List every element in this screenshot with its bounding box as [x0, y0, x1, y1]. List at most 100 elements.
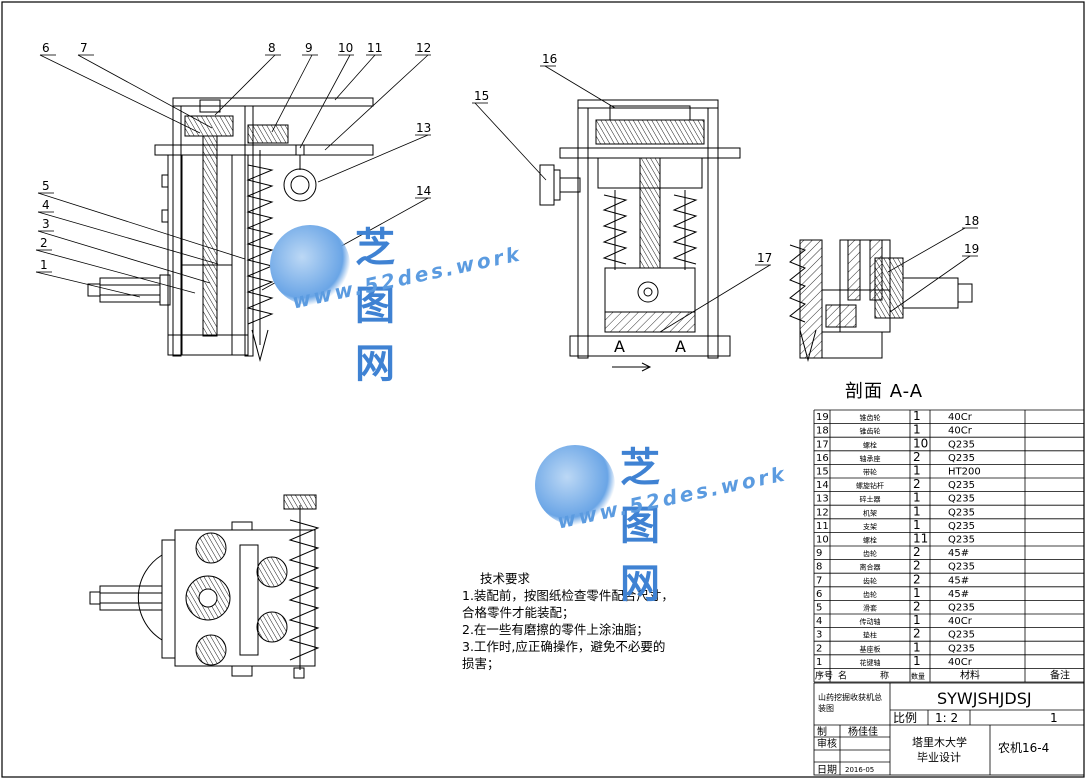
part-material: 40Cr — [948, 657, 973, 668]
part-material: Q235 — [948, 535, 975, 546]
part-material: 45# — [948, 548, 969, 559]
callout-11: 11 — [367, 41, 382, 55]
part-qty: 1 — [913, 423, 921, 437]
header-name-2: 称 — [880, 670, 889, 682]
part-name: 齿轮 — [863, 549, 877, 558]
callout-19: 19 — [964, 242, 979, 256]
part-qty: 2 — [913, 450, 921, 464]
callout-numbers: 1 2 3 4 5 6 7 8 9 10 11 12 13 14 15 16 1… — [40, 41, 979, 272]
part-no: 17 — [816, 439, 829, 450]
part-qty: 2 — [913, 572, 921, 586]
callout-14: 14 — [416, 184, 431, 198]
callout-10: 10 — [338, 41, 353, 55]
check-label: 审核 — [817, 737, 837, 750]
header-qty: 数量 — [911, 672, 925, 681]
callout-16: 16 — [542, 52, 557, 66]
part-no: 1 — [816, 657, 822, 668]
part-name: 碎土器 — [860, 495, 881, 504]
drawing-name-line2: 装图 — [818, 703, 834, 713]
date-value: 2016-05 — [845, 766, 874, 774]
part-no: 12 — [816, 507, 829, 518]
section-aa-view — [789, 239, 973, 362]
part-no: 9 — [816, 548, 822, 559]
part-qty: 1 — [913, 613, 921, 627]
top-view — [89, 494, 320, 679]
part-qty: 2 — [913, 600, 921, 614]
part-qty: 1 — [913, 640, 921, 654]
part-material: Q235 — [948, 562, 975, 573]
part-name: 齿轮 — [863, 590, 877, 599]
part-name: 轴承座 — [860, 454, 881, 463]
part-material: HT200 — [948, 467, 981, 478]
part-name: 垫柱 — [863, 631, 877, 640]
part-qty: 1 — [913, 464, 921, 478]
part-qty: 1 — [913, 491, 921, 505]
callout-2: 2 — [40, 236, 48, 250]
title-block-text: 山药挖掘收获机总 装图 SYWJSHJDSJ 比例 1: 2 1 制 杨佳佳 审… — [817, 689, 1058, 776]
callout-1: 1 — [40, 258, 48, 272]
date-label: 日期 — [817, 764, 837, 776]
part-name: 花键轴 — [860, 658, 881, 667]
part-material: 40Cr — [948, 426, 973, 437]
section-letter-right: A — [675, 337, 686, 356]
scale-value: 1: 2 — [935, 711, 958, 725]
part-material: 40Cr — [948, 412, 973, 423]
part-qty: 1 — [913, 504, 921, 518]
section-label: 剖面 A-A — [845, 381, 924, 402]
part-material: Q235 — [948, 630, 975, 641]
part-name: 螺栓 — [863, 440, 877, 449]
school-line2: 毕业设计 — [917, 751, 961, 764]
part-qty: 2 — [913, 545, 921, 559]
scale-label: 比例 — [893, 711, 917, 725]
part-name: 锥齿轮 — [860, 427, 881, 436]
title-block — [813, 682, 1085, 776]
part-material: Q235 — [948, 507, 975, 518]
drawn-label: 制 — [817, 725, 827, 738]
part-qty: 1 — [913, 409, 921, 423]
part-qty: 2 — [913, 477, 921, 491]
part-qty: 10 — [913, 436, 928, 450]
part-name: 螺栓 — [863, 536, 877, 545]
callout-4: 4 — [42, 198, 50, 212]
tech-heading: 技术要求 — [480, 571, 531, 586]
part-name: 带轮 — [863, 468, 877, 477]
part-no: 11 — [816, 521, 829, 532]
part-material: 45# — [948, 575, 969, 586]
part-material: Q235 — [948, 453, 975, 464]
part-no: 15 — [816, 467, 829, 478]
part-no: 5 — [816, 603, 822, 614]
header-name-1: 名 — [838, 670, 847, 682]
part-name: 螺旋钻杆 — [856, 481, 884, 490]
tech-item-2: 合格零件才能装配； — [462, 605, 575, 620]
callout-18: 18 — [964, 214, 979, 228]
part-no: 7 — [816, 575, 822, 586]
part-material: 40Cr — [948, 616, 973, 627]
part-name: 支架 — [863, 522, 877, 531]
technical-requirements: 技术要求 1.装配前，按图纸检查零件配合尺寸， 合格零件才能装配； 2.在一些有… — [462, 570, 762, 672]
part-no: 13 — [816, 494, 829, 505]
part-no: 16 — [816, 453, 829, 464]
class-name: 农机16-4 — [998, 741, 1049, 755]
part-material: Q235 — [948, 603, 975, 614]
callout-17: 17 — [757, 251, 772, 265]
callout-9: 9 — [305, 41, 313, 55]
part-material: Q235 — [948, 521, 975, 532]
drawn-name: 杨佳佳 — [848, 725, 878, 738]
callout-6: 6 — [42, 41, 50, 55]
header-no: 序号 — [815, 670, 833, 682]
part-qty: 2 — [913, 559, 921, 573]
part-no: 19 — [816, 412, 829, 423]
part-material: Q235 — [948, 643, 975, 654]
part-qty: 1 — [913, 518, 921, 532]
part-qty: 11 — [913, 532, 928, 546]
part-name: 齿轮 — [863, 576, 877, 585]
callout-3: 3 — [42, 217, 50, 231]
part-no: 8 — [816, 562, 822, 573]
part-name: 机架 — [863, 508, 877, 517]
side-view: A A — [539, 99, 741, 372]
tech-item-5: 损害； — [462, 656, 500, 671]
part-no: 6 — [816, 589, 822, 600]
